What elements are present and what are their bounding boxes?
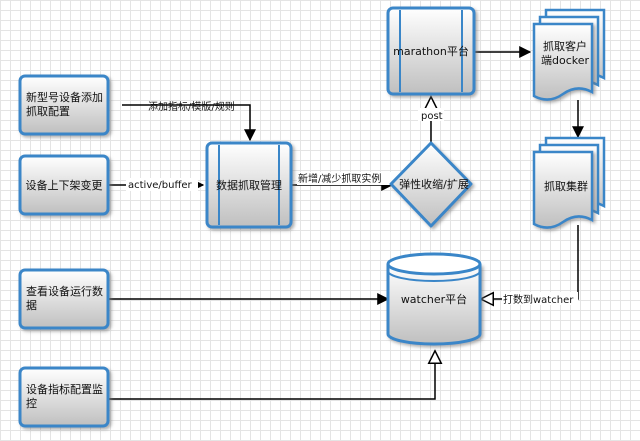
label-device-onoff: 设备上下架变更: [26, 178, 103, 192]
edge-label-bg: [126, 178, 198, 191]
edge-label-active-buffer: active/buffer: [128, 180, 192, 191]
edge-label-bg: [297, 172, 393, 185]
label-new-model-config: 新型号设备添加抓取配置: [26, 91, 103, 118]
label-fetch-client-docker: 抓取客户端docker: [540, 40, 590, 67]
edge-label-add-reduce: 新增/减少抓取实例: [298, 172, 381, 185]
edge-monitor-to-watcher: [108, 352, 435, 400]
label-data-fetch-management: 数据抓取管理: [216, 178, 282, 192]
label-device-metric-monitor: 设备指标配置监控: [26, 383, 103, 410]
edge-cluster-to-watcher: [482, 225, 579, 299]
node-view-device-data[interactable]: [18, 268, 110, 330]
edge-label-bg: [418, 108, 444, 121]
edge-label-dump-watcher: 打数到watcher: [503, 293, 574, 306]
node-watcher-platform[interactable]: [386, 252, 482, 346]
node-new-model-config[interactable]: [18, 74, 110, 136]
edge-config-to-fetch-mgmt: [122, 104, 256, 142]
node-elastic-scaling[interactable]: [389, 141, 473, 228]
node-device-onoff[interactable]: [18, 154, 110, 216]
label-watcher-platform: watcher平台: [401, 292, 467, 306]
edge-label-add-metric: 添加指标/模版/规则: [148, 100, 235, 113]
label-marathon-platform: marathon平台: [393, 44, 469, 58]
node-fetch-client-docker[interactable]: [532, 8, 606, 101]
node-marathon-platform[interactable]: [386, 6, 476, 96]
node-fetch-cluster[interactable]: [532, 136, 606, 229]
label-view-device-data: 查看设备运行数据: [26, 285, 103, 312]
edge-label-post: post: [421, 111, 443, 122]
node-data-fetch-management[interactable]: [205, 141, 293, 229]
node-device-metric-monitor[interactable]: [18, 366, 110, 428]
edge-label-bg: [502, 292, 578, 305]
label-fetch-cluster: 抓取集群: [544, 179, 588, 193]
label-elastic-scaling: 弹性收缩/扩展: [399, 177, 469, 191]
